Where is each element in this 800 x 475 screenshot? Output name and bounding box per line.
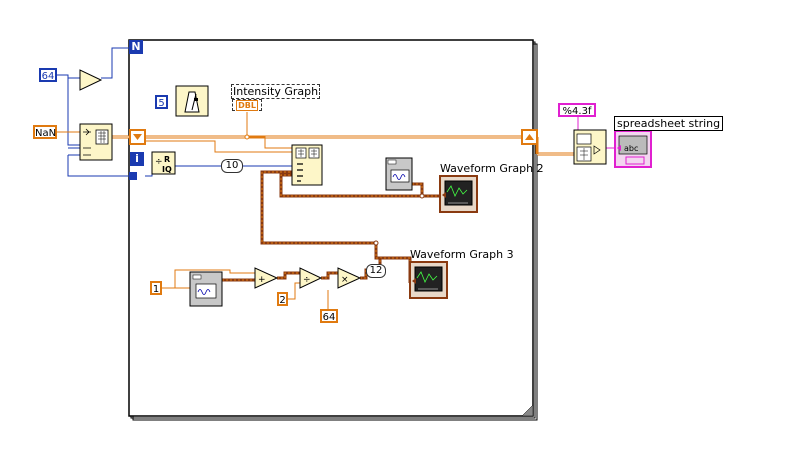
array-wires xyxy=(55,112,615,314)
waveform-wires xyxy=(222,170,442,283)
divide-node[interactable]: ÷ xyxy=(299,267,323,289)
intensity-graph-label: Intensity Graph xyxy=(231,84,321,99)
build-waveform-node[interactable] xyxy=(291,144,323,186)
loop-tunnel-blue xyxy=(129,172,137,180)
count-constant[interactable]: 64 xyxy=(39,68,57,82)
wait-ms-node[interactable] xyxy=(175,85,209,117)
svg-text:IQ: IQ xyxy=(162,165,172,174)
svg-text:÷: ÷ xyxy=(155,157,163,167)
format-string-constant[interactable]: %4.3f xyxy=(558,103,596,117)
waveform-graph-2-label: Waveform Graph 2 xyxy=(440,162,544,175)
shift-register-left[interactable] xyxy=(129,129,146,145)
shift-register-right[interactable] xyxy=(521,129,538,145)
nan-constant[interactable]: NaN xyxy=(33,125,57,139)
wait-constant[interactable]: 5 xyxy=(155,95,168,109)
numeric-wires xyxy=(57,47,298,177)
spreadsheet-string-type: abc xyxy=(624,144,639,153)
multiply-node-2[interactable]: × xyxy=(337,267,362,289)
waveform-graph-3-terminal[interactable] xyxy=(409,261,448,299)
intensity-graph-terminal[interactable]: DBL xyxy=(232,99,262,111)
svg-text:R: R xyxy=(164,155,170,164)
for-loop-frame[interactable] xyxy=(128,39,538,421)
svg-text:÷: ÷ xyxy=(303,275,311,285)
spreadsheet-string-terminal[interactable] xyxy=(614,130,652,168)
multiply-node[interactable] xyxy=(79,69,103,91)
divisor-constant[interactable]: 2 xyxy=(277,292,288,306)
ring-10[interactable]: 10 xyxy=(221,159,243,173)
array-to-spreadsheet-node[interactable] xyxy=(573,129,607,165)
loop-count-terminal[interactable]: N xyxy=(129,40,143,54)
svg-text:+: + xyxy=(258,275,266,285)
svg-text:×: × xyxy=(341,275,349,285)
ring-12[interactable]: 12 xyxy=(366,264,386,278)
waveform-generator-top[interactable] xyxy=(385,157,413,191)
spreadsheet-string-label: spreadsheet string xyxy=(614,116,724,131)
intensity-graph-type: DBL xyxy=(236,100,258,111)
multiplier-constant[interactable]: 64 xyxy=(320,309,338,323)
amplitude-constant[interactable]: 1 xyxy=(150,281,162,295)
quotient-remainder-node[interactable]: ÷ R IQ xyxy=(151,151,176,175)
waveform-generator-bottom[interactable] xyxy=(189,271,223,307)
initialize-array-node[interactable] xyxy=(79,123,113,161)
add-node[interactable]: + xyxy=(254,267,279,289)
waveform-graph-2-terminal[interactable] xyxy=(439,175,478,213)
waveform-graph-3-label: Waveform Graph 3 xyxy=(410,248,514,261)
loop-iteration-terminal[interactable]: i xyxy=(130,152,144,166)
